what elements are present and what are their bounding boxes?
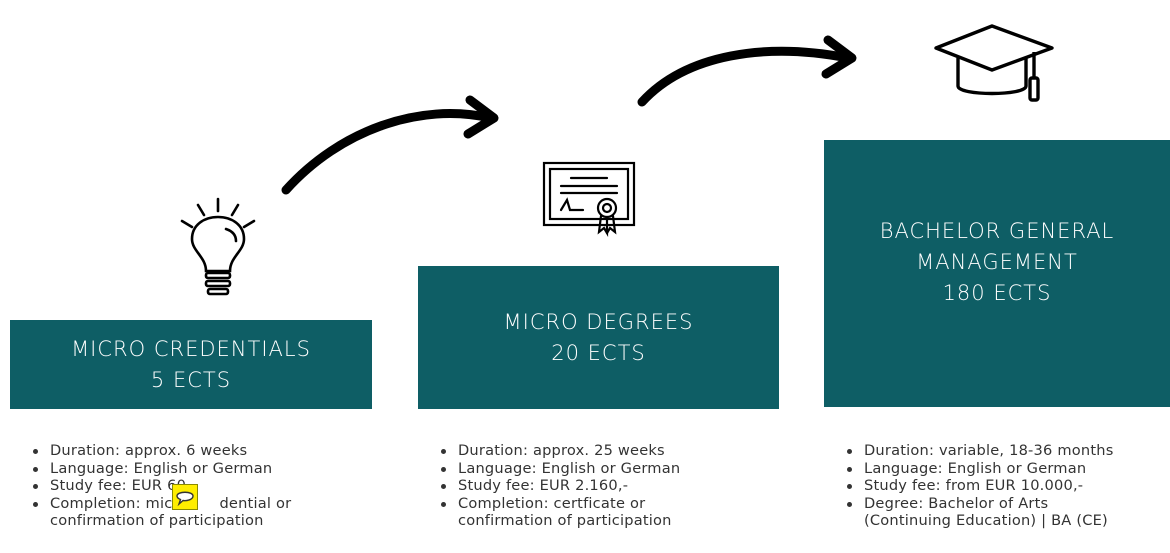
graduation-cap-icon [934, 24, 1054, 102]
box-title-line: 180 ECTS [942, 281, 1052, 305]
detail-text: Completion: micro [50, 494, 188, 512]
list-item: Language: English or German [436, 460, 680, 478]
box-title-line: MICRO DEGREES [503, 309, 694, 334]
list-item: Duration: variable, 18-36 months [842, 442, 1114, 460]
micro-degrees-box: MICRO DEGREES 20 ECTS [418, 266, 779, 409]
arrow-icon [281, 95, 499, 195]
detail-text-suffix: dential or [219, 494, 292, 512]
box-title: BACHELOR GENERAL MANAGEMENT 180 ECTS [880, 216, 1115, 309]
micro-degrees-details: Duration: approx. 25 weeks Language: Eng… [436, 442, 680, 530]
list-item: Study fee: EUR 60 [28, 477, 291, 495]
list-item-continuation: confirmation of participation [458, 512, 672, 529]
list-item: Degree: Bachelor of Arts [842, 495, 1114, 513]
light-bulb-icon [180, 197, 256, 296]
micro-credentials-box: MICRO CREDENTIALS 5 ECTS [10, 320, 372, 409]
list-item-continuation: (Continuing Education) | BA (CE) [864, 512, 1108, 529]
list-item: Language: English or German [842, 460, 1114, 478]
list-item: Completion: certficate or [436, 495, 680, 513]
box-title-line: MANAGEMENT [916, 250, 1078, 274]
micro-credentials-details: Duration: approx. 6 weeks Language: Engl… [28, 442, 291, 530]
list-item: Study fee: from EUR 10.000,- [842, 477, 1114, 495]
bachelor-details: Duration: variable, 18-36 months Languag… [842, 442, 1114, 530]
box-title-line: 20 ECTS [551, 340, 646, 365]
arrow-icon [637, 35, 857, 107]
speech-bubble-icon[interactable] [172, 484, 198, 510]
box-title-line: 5 ECTS [150, 367, 232, 392]
list-item: Completion: micro dential or [28, 495, 291, 513]
list-item: Study fee: EUR 2.160,- [436, 477, 680, 495]
bachelor-box: BACHELOR GENERAL MANAGEMENT 180 ECTS [824, 140, 1170, 407]
box-title-line: MICRO CREDENTIALS [71, 336, 311, 361]
list-item: Duration: approx. 6 weeks [28, 442, 291, 460]
list-item: Duration: approx. 25 weeks [436, 442, 680, 460]
certificate-icon [542, 161, 636, 237]
box-title-line: BACHELOR GENERAL [879, 219, 1115, 243]
list-item-continuation: confirmation of participation [50, 512, 264, 529]
list-item: Language: English or German [28, 460, 291, 478]
